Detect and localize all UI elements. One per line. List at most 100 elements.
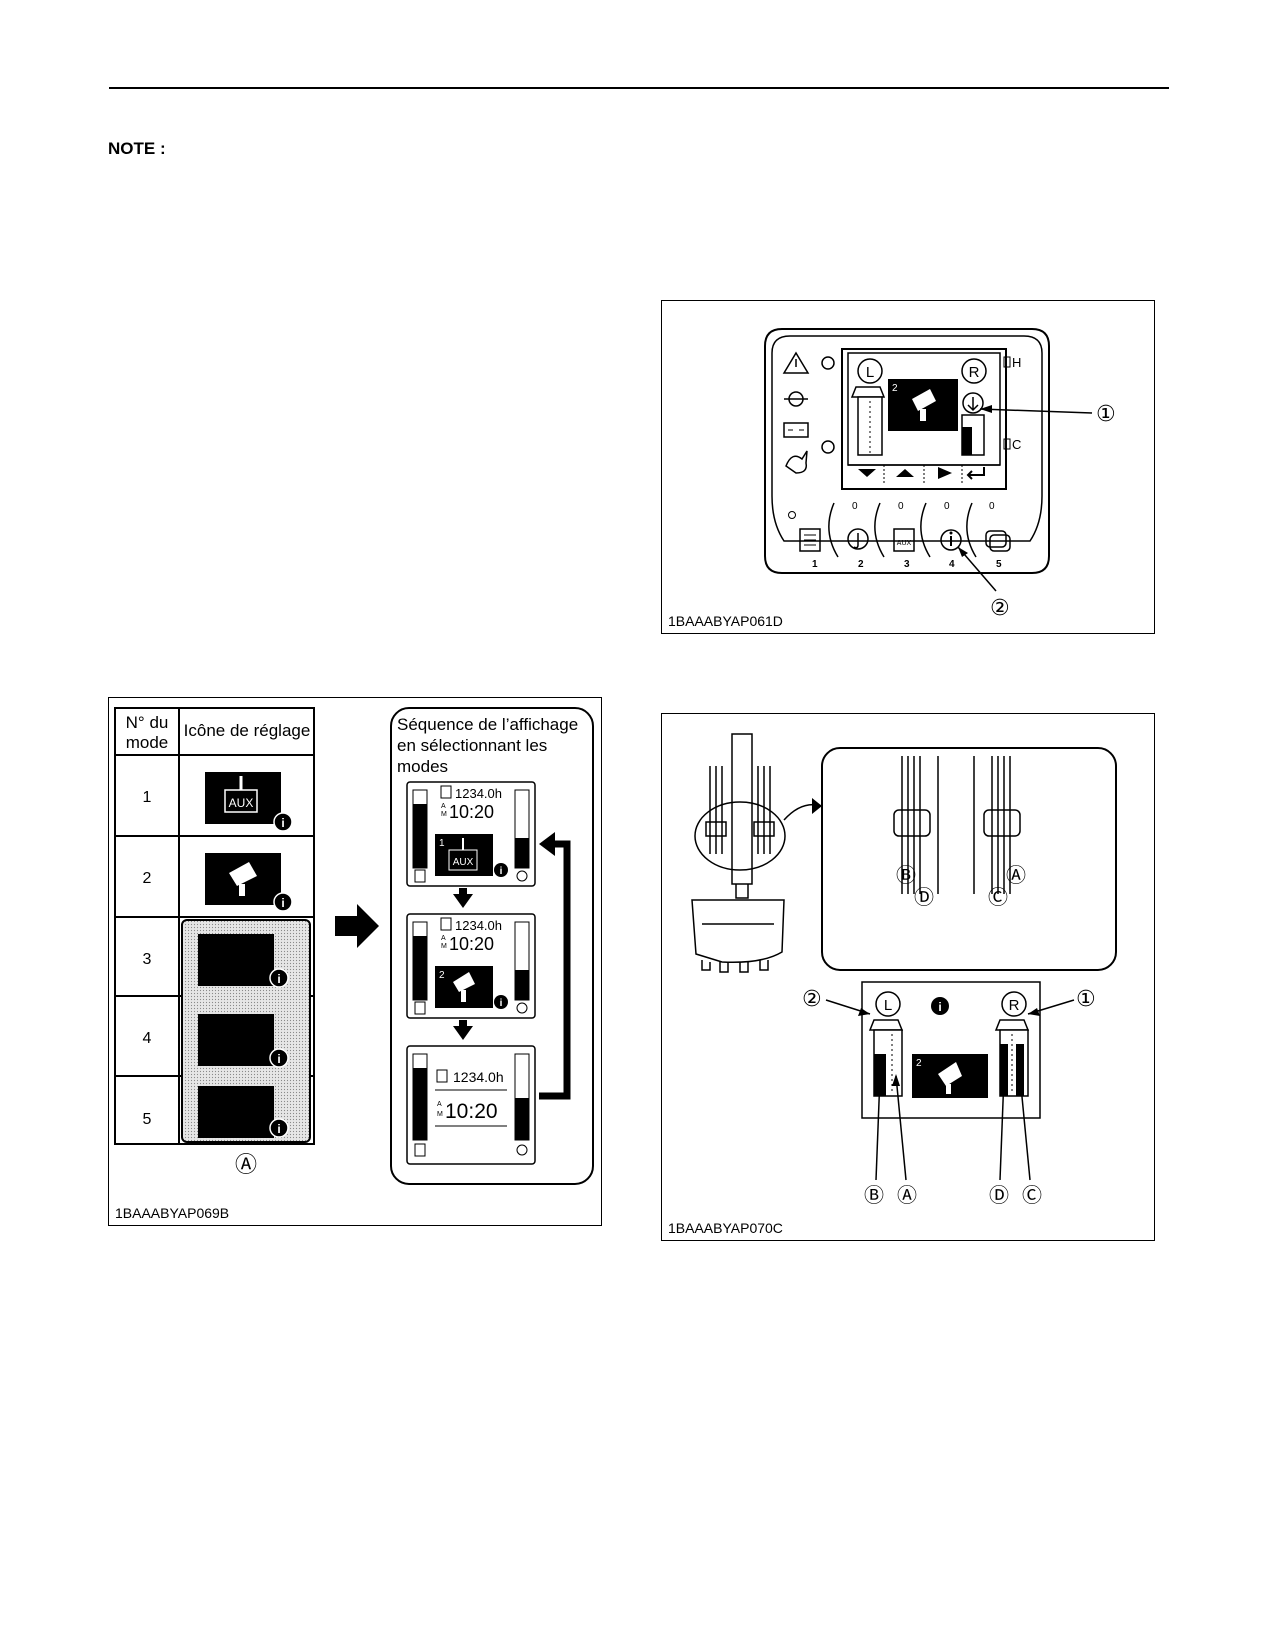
row-mode-2: 2 bbox=[143, 870, 152, 887]
bottom-label-a: Ⓐ bbox=[897, 1184, 917, 1207]
info-icon bbox=[273, 812, 293, 832]
sequence-title-line2: en sélectionnant les bbox=[397, 736, 547, 755]
return-loop-arrow bbox=[539, 840, 571, 1100]
menu-button-icon[interactable] bbox=[799, 528, 821, 552]
bottom-label-c: Ⓒ bbox=[1022, 1184, 1042, 1207]
row-mode-3: 3 bbox=[143, 951, 152, 968]
svg-text:i: i bbox=[281, 816, 284, 830]
down-arrow-icon bbox=[453, 1026, 473, 1040]
sequence-screen-1: 1234.0h A M 10:20 1 AUX i bbox=[406, 781, 536, 887]
mode-5-tile bbox=[198, 1086, 274, 1138]
aux-mode-label: AUX bbox=[229, 796, 254, 810]
row-mode-4: 4 bbox=[143, 1030, 152, 1047]
figure-mode-sequence: N° du mode Icône de réglage 1 2 3 4 5 AU… bbox=[108, 697, 602, 1226]
am-label-top: A bbox=[441, 803, 446, 810]
lever-mode-number: 2 bbox=[916, 1058, 922, 1069]
lever-right-label: R bbox=[1009, 997, 1020, 1014]
screen-aux-label: AUX bbox=[453, 857, 474, 868]
aux-button-icon[interactable]: AUX bbox=[893, 528, 915, 552]
lever-left-label: L bbox=[884, 997, 892, 1014]
right-arrow-icon bbox=[335, 904, 379, 948]
button-number-3: 3 bbox=[904, 559, 910, 570]
clock-time: 10:20 bbox=[449, 934, 494, 954]
row-mode-1: 1 bbox=[143, 789, 152, 806]
header-icon-setting: Icône de réglage bbox=[184, 721, 311, 740]
am-label-bottom: M bbox=[441, 811, 447, 818]
svg-text:i: i bbox=[938, 1000, 941, 1014]
figure-code: 1BAAABYAP070C bbox=[668, 1220, 783, 1236]
sequence-frame bbox=[390, 707, 594, 1185]
info-icon bbox=[269, 1048, 289, 1068]
svg-text:i: i bbox=[277, 972, 280, 986]
hour-meter-value: 1234.0h bbox=[453, 1069, 504, 1085]
screen-left-label: L bbox=[866, 364, 874, 381]
pipe-label-d: Ⓓ bbox=[914, 886, 934, 909]
bottom-label-d: Ⓓ bbox=[989, 1184, 1009, 1207]
temp-icon bbox=[516, 1144, 528, 1156]
figure-code: 1BAAABYAP061D bbox=[668, 613, 783, 629]
hour-meter-value: 1234.0h bbox=[455, 786, 502, 801]
sequence-screen-2: 1234.0h A M 10:20 2 i bbox=[406, 913, 536, 1019]
temp-icon bbox=[516, 1002, 528, 1014]
mode-4-tile bbox=[198, 1014, 274, 1066]
indicator-0-d: 0 bbox=[989, 501, 995, 512]
callout-1: ① bbox=[1096, 401, 1116, 426]
svg-text:i: i bbox=[500, 866, 503, 877]
screen-mode-2-number: 2 bbox=[439, 970, 445, 981]
figure-instrument-panel: L 2 R H C bbox=[661, 300, 1155, 634]
am-label-top: A bbox=[441, 935, 446, 942]
soft-key-right-icon bbox=[938, 467, 952, 479]
indicator-0-b: 0 bbox=[898, 501, 904, 512]
svg-text:i: i bbox=[277, 1052, 280, 1066]
aux-mode-icon bbox=[205, 772, 281, 824]
instrument-panel-drawing: L 2 R H C bbox=[764, 328, 1116, 620]
screen-c-label: C bbox=[1012, 437, 1021, 452]
info-icon bbox=[269, 968, 289, 988]
sequence-title-line3: modes bbox=[397, 757, 448, 776]
sequence-screen-3: 1234.0h A M 10:20 bbox=[406, 1045, 536, 1165]
header-mode-no-line1: N° du bbox=[126, 713, 169, 732]
button-number-1: 1 bbox=[812, 559, 818, 570]
button-number-2: 2 bbox=[858, 559, 864, 570]
clock-time: 10:20 bbox=[445, 1100, 498, 1123]
svg-text:i: i bbox=[500, 998, 503, 1009]
callout-2: ② bbox=[990, 595, 1010, 620]
note-label: NOTE : bbox=[108, 139, 166, 158]
warning-triangle-icon bbox=[782, 351, 810, 374]
soft-key-enter-icon bbox=[966, 467, 985, 480]
fuel-icon bbox=[414, 869, 426, 883]
fuel-icon bbox=[414, 1143, 426, 1157]
mode-table bbox=[114, 707, 315, 1145]
mode-3-tile bbox=[198, 934, 274, 986]
info-icon bbox=[931, 997, 949, 1015]
zoom-detail-frame bbox=[821, 747, 1117, 971]
figure-code: 1BAAABYAP069B bbox=[115, 1205, 230, 1221]
info-icon bbox=[273, 892, 293, 912]
button-number-4: 4 bbox=[949, 559, 955, 570]
hook-button-icon[interactable] bbox=[847, 528, 869, 550]
svg-text:i: i bbox=[277, 1122, 280, 1136]
battery-icon bbox=[783, 422, 809, 438]
figure-lever-pipes: Ⓑ Ⓓ Ⓒ Ⓐ L i R 2 ② ① bbox=[661, 713, 1155, 1241]
bottom-label-b: Ⓑ bbox=[864, 1184, 884, 1207]
info-icon bbox=[269, 1118, 289, 1138]
soft-key-up-icon bbox=[896, 469, 914, 477]
am-label-bottom: M bbox=[437, 1111, 443, 1118]
screen-right-label: R bbox=[969, 364, 980, 381]
lever-pipes-drawing: Ⓑ Ⓓ Ⓒ Ⓐ L i R 2 ② ① bbox=[691, 733, 1117, 1207]
oil-pressure-icon bbox=[784, 391, 808, 407]
screen-h-label: H bbox=[1012, 355, 1021, 370]
info-button-icon[interactable] bbox=[940, 529, 962, 551]
svg-text:i: i bbox=[281, 896, 284, 910]
display-switch-button-icon[interactable] bbox=[985, 530, 1011, 552]
aux-button-label: AUX bbox=[897, 540, 912, 547]
hour-meter-value: 1234.0h bbox=[455, 918, 502, 933]
clock-time: 10:20 bbox=[449, 802, 494, 822]
am-label-bottom: M bbox=[441, 943, 447, 950]
indicator-0-a: 0 bbox=[852, 501, 858, 512]
indicator-0-c: 0 bbox=[944, 501, 950, 512]
pipe-label-c: Ⓒ bbox=[988, 886, 1008, 909]
down-arrow-icon bbox=[453, 894, 473, 908]
row-mode-5: 5 bbox=[143, 1111, 152, 1128]
am-label-top: A bbox=[437, 1101, 442, 1108]
